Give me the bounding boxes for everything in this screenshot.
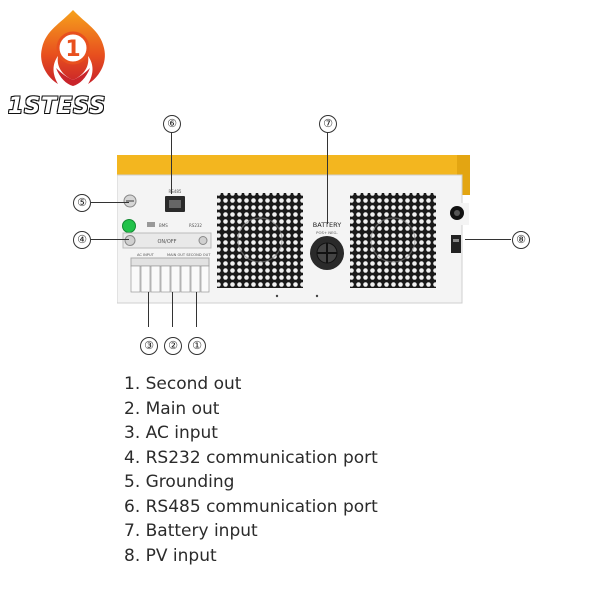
legend-item: 8. PV input bbox=[124, 545, 217, 566]
svg-text:POS+ NEG-: POS+ NEG- bbox=[316, 230, 338, 235]
leader-8 bbox=[465, 239, 511, 240]
leader-2 bbox=[172, 292, 173, 327]
svg-text:AC INPUT: AC INPUT bbox=[137, 253, 155, 257]
legend-item: 6. RS485 communication port bbox=[124, 496, 378, 517]
legend-item: 7. Battery input bbox=[124, 521, 258, 541]
inverter-rear-panel: RS485 BMS RS232 ON/OFF AC INPUT MAIN OUT… bbox=[117, 155, 470, 304]
legend-item: 2. Main out bbox=[124, 398, 220, 419]
leader-1 bbox=[196, 292, 197, 327]
leader-4 bbox=[91, 239, 129, 240]
rs232-strip bbox=[122, 232, 212, 249]
legend-item: 4. RS232 communication port bbox=[124, 447, 378, 468]
terminal-block-top bbox=[130, 257, 210, 267]
callout-4: ④ bbox=[73, 231, 91, 249]
callout-1: ① bbox=[188, 337, 206, 355]
svg-text:MAIN OUT SECOND OUT: MAIN OUT SECOND OUT bbox=[167, 253, 211, 257]
leader-6 bbox=[171, 132, 172, 194]
callout-8: ⑧ bbox=[512, 231, 530, 249]
status-led-icon bbox=[122, 219, 136, 233]
leader-3 bbox=[148, 292, 149, 327]
legend-item: 5. Grounding bbox=[124, 472, 235, 492]
callout-3: ③ bbox=[140, 337, 158, 355]
callout-5: ⑤ bbox=[73, 194, 91, 212]
right-fan-grille bbox=[350, 193, 436, 288]
left-fan-grille bbox=[217, 193, 303, 288]
svg-text:ON/OFF: ON/OFF bbox=[157, 239, 176, 245]
callout-6: ⑥ bbox=[163, 115, 181, 133]
leader-5 bbox=[91, 202, 129, 203]
leader-7 bbox=[327, 132, 328, 224]
logo-mark-glyph: 1 bbox=[65, 37, 80, 62]
brand-logo-text: 1STESS bbox=[7, 93, 107, 120]
port-legend-list: 1. Second out 2. Main out 3. AC input 4.… bbox=[124, 372, 378, 568]
battery-label: BATTERY bbox=[313, 221, 341, 229]
legend-item: 1. Second out bbox=[124, 374, 242, 394]
callout-7: ⑦ bbox=[319, 115, 337, 133]
svg-text:BMS: BMS bbox=[159, 223, 168, 228]
brand-logo-icon: 1 bbox=[41, 10, 105, 86]
callout-2: ② bbox=[164, 337, 182, 355]
rs485-label: RS485 bbox=[169, 189, 182, 194]
rs232-port-icon bbox=[124, 235, 136, 246]
legend-item: 3. AC input bbox=[124, 423, 218, 443]
terminal-block bbox=[130, 265, 210, 293]
pv-connector-2-icon bbox=[451, 235, 461, 253]
svg-text:RS232: RS232 bbox=[189, 223, 202, 228]
